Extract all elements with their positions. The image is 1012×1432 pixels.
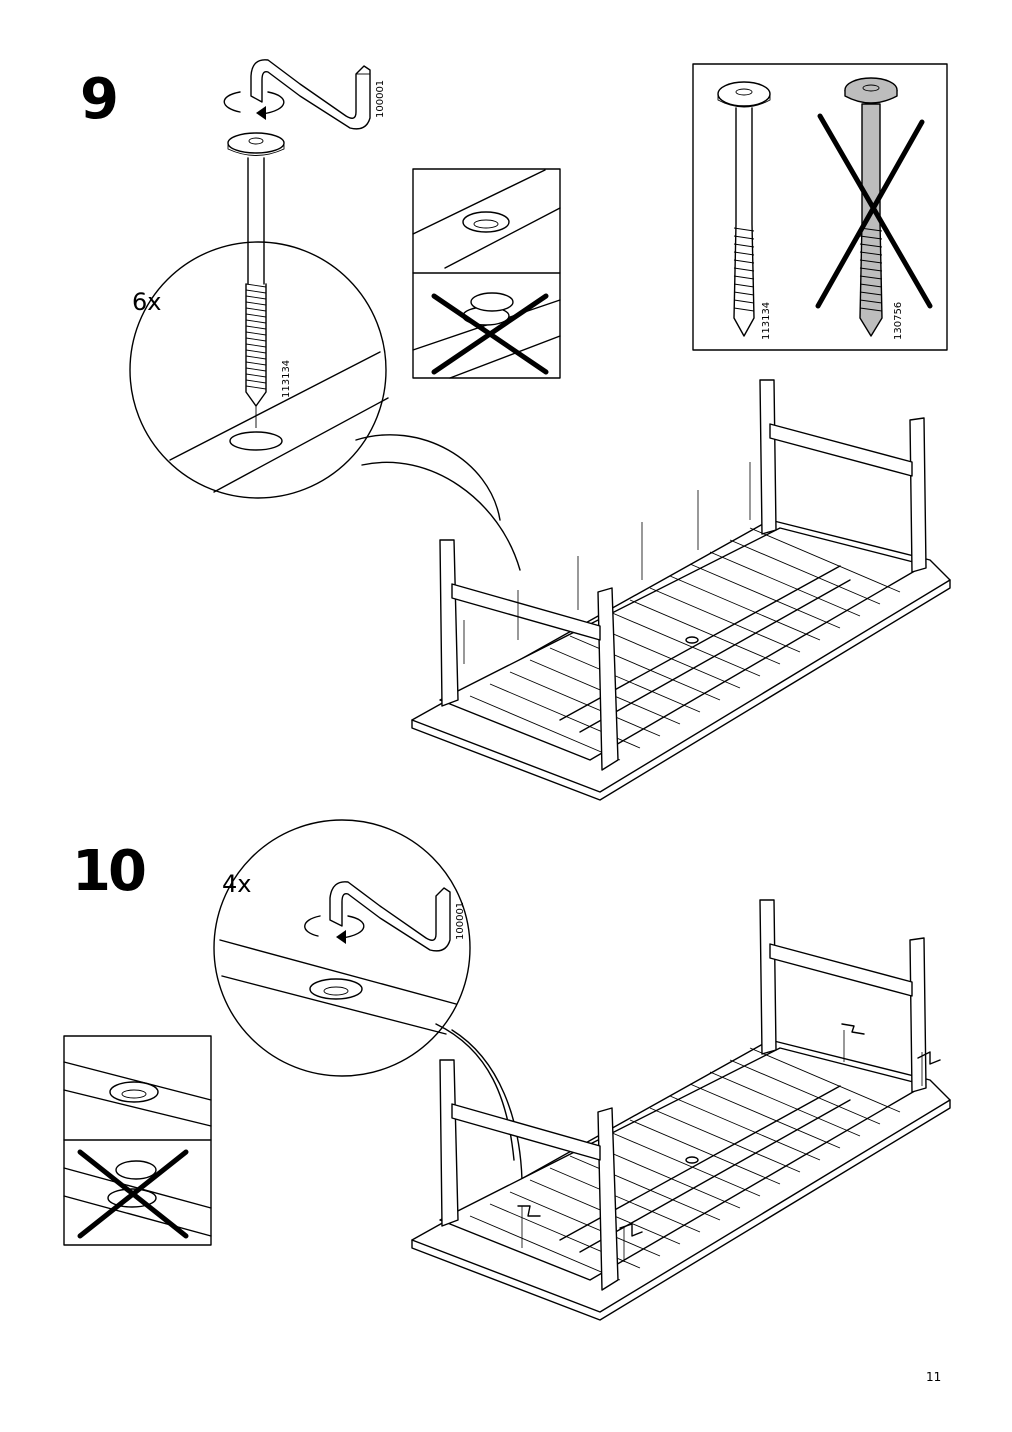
rotate-arrow-icon	[304, 915, 365, 944]
step-9-quantity: 6x	[132, 288, 162, 316]
allen-key-icon	[250, 59, 371, 130]
screw-icon	[227, 132, 285, 428]
table-icon	[411, 899, 951, 1321]
allen-key-icon	[329, 881, 451, 952]
cross-out-icon	[431, 293, 549, 375]
step-10-tool-code: 100001	[455, 901, 466, 940]
page-number: 11	[926, 1370, 942, 1384]
cross-out-icon	[77, 1149, 189, 1239]
rotate-arrow-icon	[223, 91, 285, 120]
table-icon	[411, 379, 951, 801]
step-9-number: 9	[80, 67, 119, 132]
step-10-number: 10	[72, 839, 147, 904]
step-10-quantity: 4x	[222, 870, 252, 898]
